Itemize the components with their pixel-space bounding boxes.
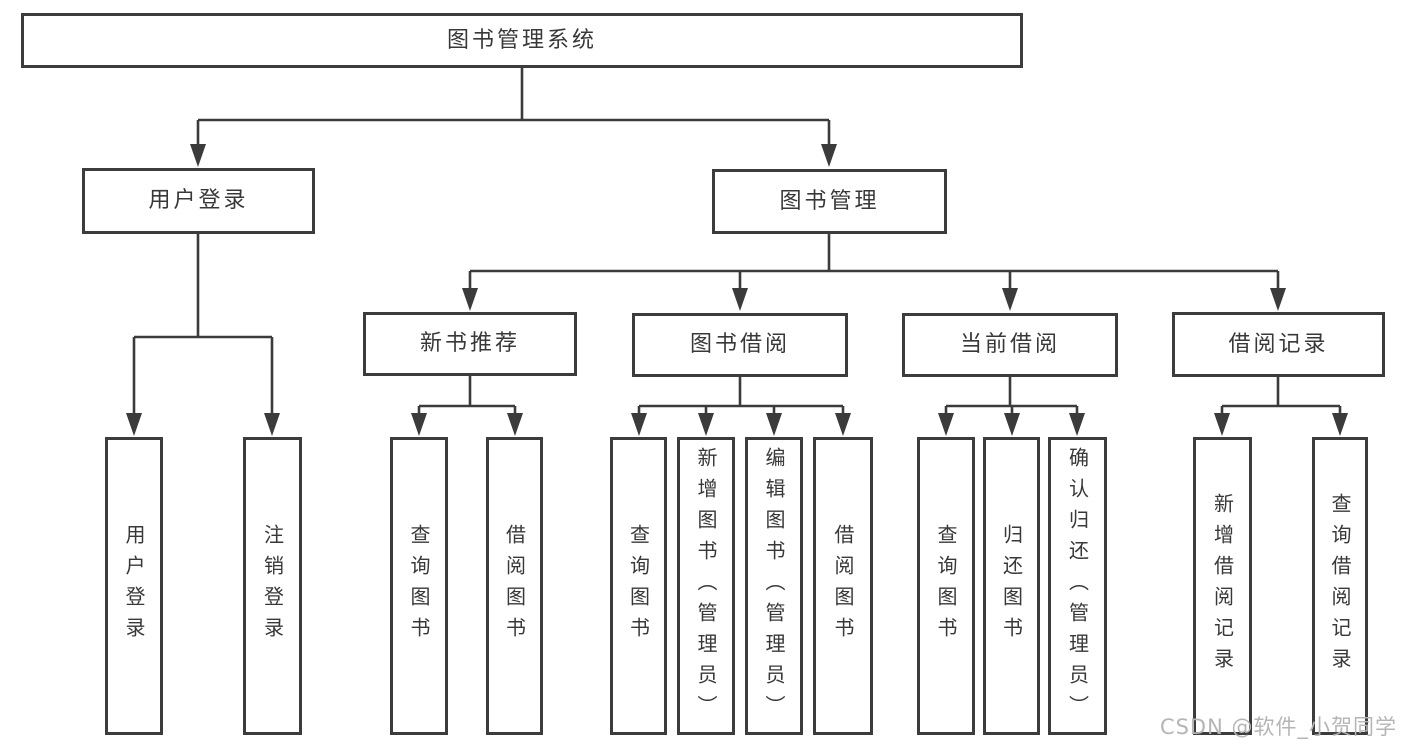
node-new-book-recommend: 新书推荐 — [363, 312, 577, 376]
leaf-cb-return-book: 归还图书 — [983, 437, 1040, 735]
leaf-bb-query-book: 查询图书 — [610, 437, 667, 735]
watermark: CSDN @软件_小贺同学 — [1159, 715, 1397, 739]
leaf-bb-edit-book-admin: 编辑图书（管理员） — [745, 437, 803, 735]
node-book-borrow: 图书借阅 — [632, 313, 848, 377]
node-book-management: 图书管理 — [712, 169, 947, 234]
node-borrow-record: 借阅记录 — [1172, 312, 1385, 377]
node-current-borrow: 当前借阅 — [902, 313, 1118, 377]
leaf-nb-query-book: 查询图书 — [390, 437, 448, 735]
leaf-cb-query-book: 查询图书 — [917, 437, 975, 735]
leaf-br-add-record: 新增借阅记录 — [1193, 437, 1252, 735]
node-root: 图书管理系统 — [21, 13, 1023, 68]
leaf-br-query-record: 查询借阅记录 — [1312, 437, 1368, 735]
leaf-nb-borrow-book: 借阅图书 — [486, 437, 543, 735]
leaf-logout: 注销登录 — [243, 437, 302, 735]
leaf-user-login: 用户登录 — [105, 437, 163, 735]
leaf-bb-add-book-admin: 新增图书（管理员） — [677, 437, 735, 735]
leaf-bb-borrow-book: 借阅图书 — [813, 437, 873, 735]
node-user-login: 用户登录 — [82, 168, 315, 234]
leaf-cb-confirm-return-admin: 确认归还（管理员） — [1048, 437, 1107, 735]
